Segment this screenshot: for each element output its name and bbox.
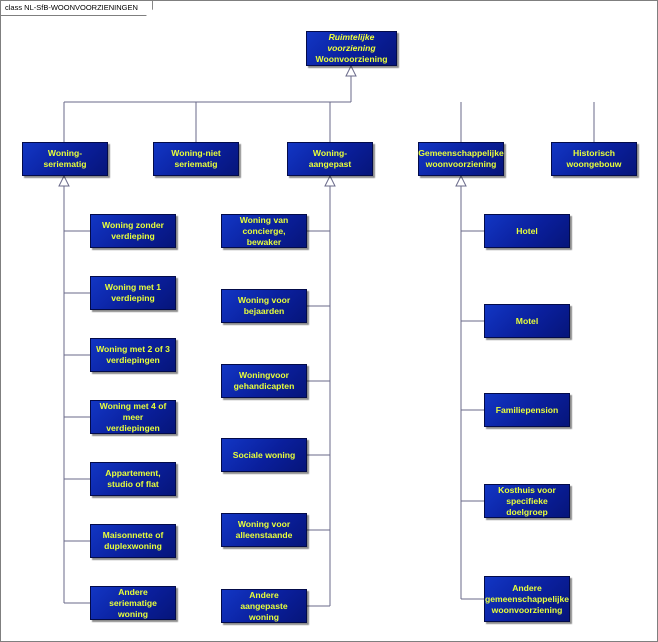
node-label: Andere aangepaste woning <box>240 589 288 622</box>
node-label: Woning met 4 of meer verdiepingen <box>99 400 167 433</box>
node-label: Familiepension <box>495 404 559 415</box>
node-label: Woningvoor gehandicapten <box>233 370 295 391</box>
node-woning-van-concierge[interactable]: Woning van concierge, bewaker <box>221 214 307 248</box>
node-appartement-studio-flat[interactable]: Appartement, studio of flat <box>90 462 176 496</box>
node-andere-aangepaste-woning[interactable]: Andere aangepaste woning <box>221 589 307 623</box>
node-woning-voor-alleenstaande[interactable]: Woning voor alleenstaande <box>221 513 307 547</box>
node-label: Woning met 1 verdieping <box>104 282 162 303</box>
node-label: Woning-seriematig <box>43 148 87 169</box>
node-label: Hotel <box>516 225 538 236</box>
node-woning-voor-bejaarden[interactable]: Woning voor bejaarden <box>221 289 307 323</box>
node-label: Woonvoorziening <box>315 54 388 64</box>
node-label: Historisch woongebouw <box>566 148 622 169</box>
generalization-arrowhead <box>455 174 467 187</box>
node-historisch-woongebouw[interactable]: Historisch woongebouw <box>551 142 637 176</box>
generalization-arrowhead <box>345 64 357 77</box>
node-sociale-woning[interactable]: Sociale woning <box>221 438 307 472</box>
node-label: Woning met 2 of 3 verdiepingen <box>96 344 170 365</box>
node-woning-met-4-of-meer-verdiepingen[interactable]: Woning met 4 of meer verdiepingen <box>90 400 176 434</box>
node-label: Woning voor alleenstaande <box>235 519 293 540</box>
node-woning-met-1-verdieping[interactable]: Woning met 1 verdieping <box>90 276 176 310</box>
node-woning-niet-seriematig[interactable]: Woning-niet seriematig <box>153 142 239 176</box>
node-label: Gemeenschappelijke woonvoorziening <box>418 148 504 169</box>
node-woning-met-2-of-3-verdiepingen[interactable]: Woning met 2 of 3 verdiepingen <box>90 338 176 372</box>
generalization-arrowhead <box>324 174 336 187</box>
node-woning-seriematig[interactable]: Woning-seriematig <box>22 142 108 176</box>
node-andere-gemeenschappelijke-woonvoorziening[interactable]: Andere gemeenschappelijke woonvoorzienin… <box>484 576 570 622</box>
node-label: Woning-aangepast <box>308 148 352 169</box>
node-label: Appartement, studio of flat <box>105 468 161 489</box>
node-kosthuis-voor-specifieke-doelgroep[interactable]: Kosthuis voor specifieke doelgroep <box>484 484 570 518</box>
node-woning-aangepast[interactable]: Woning-aangepast <box>287 142 373 176</box>
node-maisonnette-duplexwoning[interactable]: Maisonnette of duplexwoning <box>90 524 176 558</box>
node-label: Woning voor bejaarden <box>237 295 291 316</box>
node-label: Woning-niet seriematig <box>171 148 221 169</box>
node-label: Andere seriematige woning <box>109 586 157 619</box>
node-andere-seriematige-woning[interactable]: Andere seriematige woning <box>90 586 176 620</box>
node-label: Kosthuis voor specifieke doelgroep <box>498 484 556 517</box>
node-motel[interactable]: Motel <box>484 304 570 338</box>
node-label: Motel <box>515 315 539 326</box>
frame-label: class NL-SfB-WOONVOORZIENINGEN <box>1 1 153 16</box>
node-woonvoorziening[interactable]: Ruimtelijke voorziening Woonvoorziening <box>306 31 397 66</box>
node-label: Woning van concierge, bewaker <box>239 214 289 247</box>
node-gemeenschappelijke-woonvoorziening[interactable]: Gemeenschappelijke woonvoorziening <box>418 142 504 176</box>
node-hotel[interactable]: Hotel <box>484 214 570 248</box>
node-label: Woning zonder verdieping <box>102 220 164 241</box>
node-label: Andere gemeenschappelijke woonvoorzienin… <box>484 582 570 615</box>
node-label: Sociale woning <box>232 449 296 460</box>
node-woning-voor-gehandicapten[interactable]: Woningvoor gehandicapten <box>221 364 307 398</box>
node-familiepension[interactable]: Familiepension <box>484 393 570 427</box>
node-woning-zonder-verdieping[interactable]: Woning zonder verdieping <box>90 214 176 248</box>
node-stereotype: Ruimtelijke voorziening <box>327 32 376 53</box>
node-label: Maisonnette of duplexwoning <box>102 530 164 551</box>
generalization-arrowhead <box>58 174 70 187</box>
